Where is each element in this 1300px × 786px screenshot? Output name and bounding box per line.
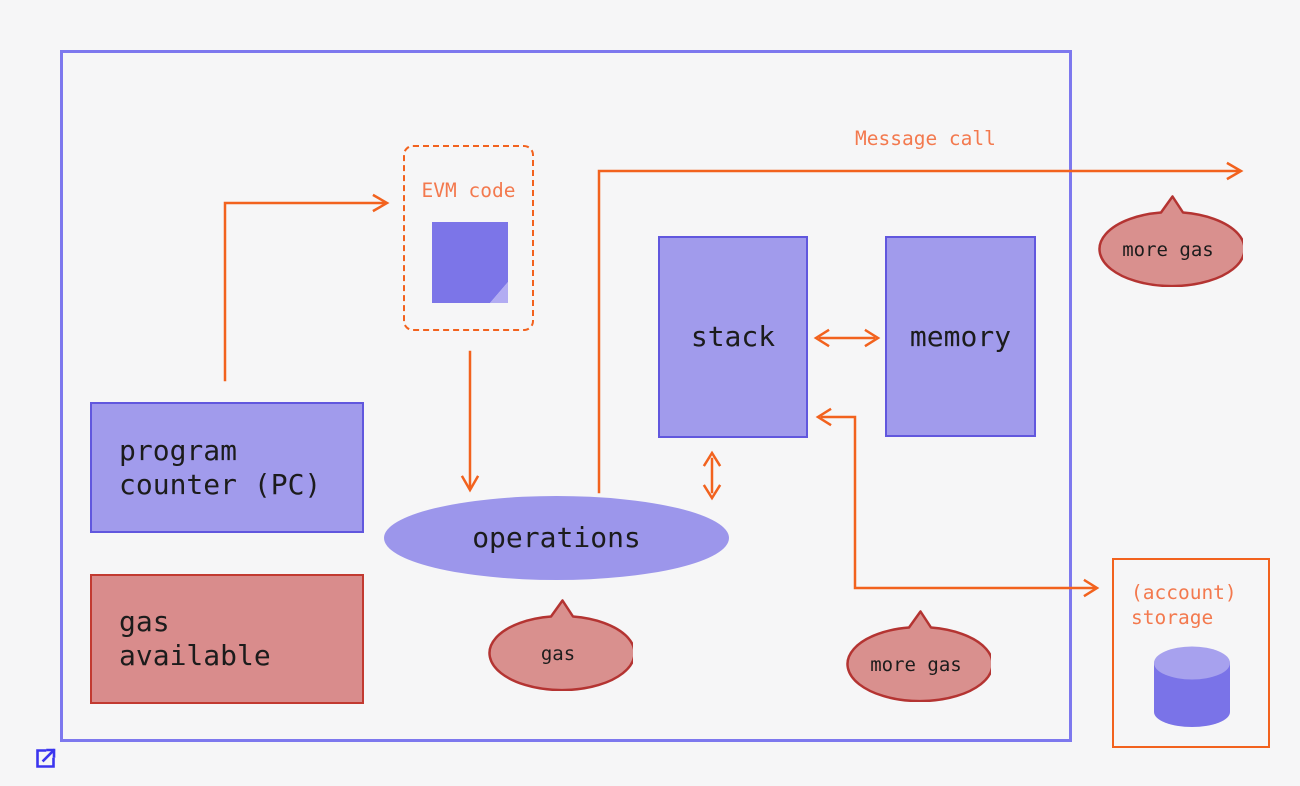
gas-bubble-label: gas xyxy=(540,642,576,665)
speech-bubble-icon xyxy=(488,599,633,691)
memory-label: memory xyxy=(909,319,1012,353)
account-storage-label: (account) storage xyxy=(1131,581,1237,629)
speech-bubble-icon xyxy=(846,610,991,702)
more-gas-top-label: more gas xyxy=(1122,238,1214,261)
memory-box: memory xyxy=(885,236,1036,437)
evm-code-label: EVM code xyxy=(421,179,516,202)
operations-ellipse: operations xyxy=(384,496,729,580)
program-counter-label: program counter (PC) xyxy=(119,433,322,501)
operations-label: operations xyxy=(472,521,641,554)
account-storage-box: (account) storage xyxy=(1112,558,1270,748)
gas-available-box: gas available xyxy=(90,574,364,704)
evm-code-box: EVM code xyxy=(403,145,534,331)
more-gas-bubble-bottom: more gas xyxy=(841,610,991,702)
more-gas-bottom-label: more gas xyxy=(870,653,962,676)
more-gas-bubble-top: more gas xyxy=(1093,195,1243,287)
gas-available-label: gas available xyxy=(119,605,271,672)
external-link-icon[interactable] xyxy=(34,746,58,770)
stack-box: stack xyxy=(658,236,808,438)
message-call-label: Message call xyxy=(855,127,996,150)
gas-bubble: gas xyxy=(483,599,633,691)
database-icon xyxy=(1154,646,1230,732)
program-counter-box: program counter (PC) xyxy=(90,402,364,533)
stack-label: stack xyxy=(690,320,776,353)
document-icon xyxy=(432,222,508,307)
speech-bubble-icon xyxy=(1098,195,1243,287)
